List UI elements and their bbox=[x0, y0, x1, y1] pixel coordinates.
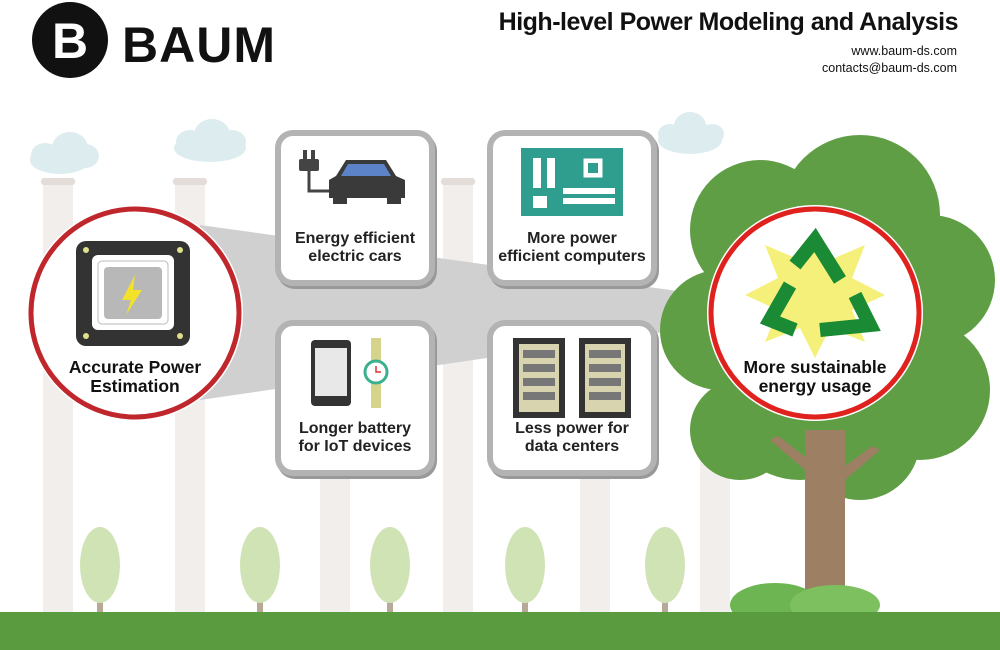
server-rack-icon bbox=[513, 338, 631, 418]
small-trees bbox=[80, 527, 685, 620]
svg-text:B: B bbox=[52, 13, 88, 69]
electric-car-icon bbox=[299, 150, 405, 204]
source-label: Accurate Power Estimation bbox=[68, 357, 202, 396]
page-title: High-level Power Modeling and Analysis bbox=[498, 8, 959, 36]
email-link[interactable]: contacts@baum-ds.com bbox=[822, 61, 957, 75]
source-circle bbox=[27, 205, 243, 421]
logo-text: BAUM bbox=[122, 17, 276, 73]
cloud-icon bbox=[30, 112, 724, 174]
ground bbox=[0, 612, 1000, 650]
phone-watch-icon bbox=[311, 338, 389, 408]
power-chip-icon bbox=[76, 241, 190, 346]
website-link[interactable]: www.baum-ds.com bbox=[851, 44, 957, 58]
result-label: More sustainable energy usage bbox=[743, 357, 887, 396]
recycle-icon bbox=[759, 227, 881, 337]
logo-mark bbox=[32, 2, 108, 78]
circuit-board-icon bbox=[521, 148, 623, 216]
result-circle bbox=[707, 205, 923, 421]
